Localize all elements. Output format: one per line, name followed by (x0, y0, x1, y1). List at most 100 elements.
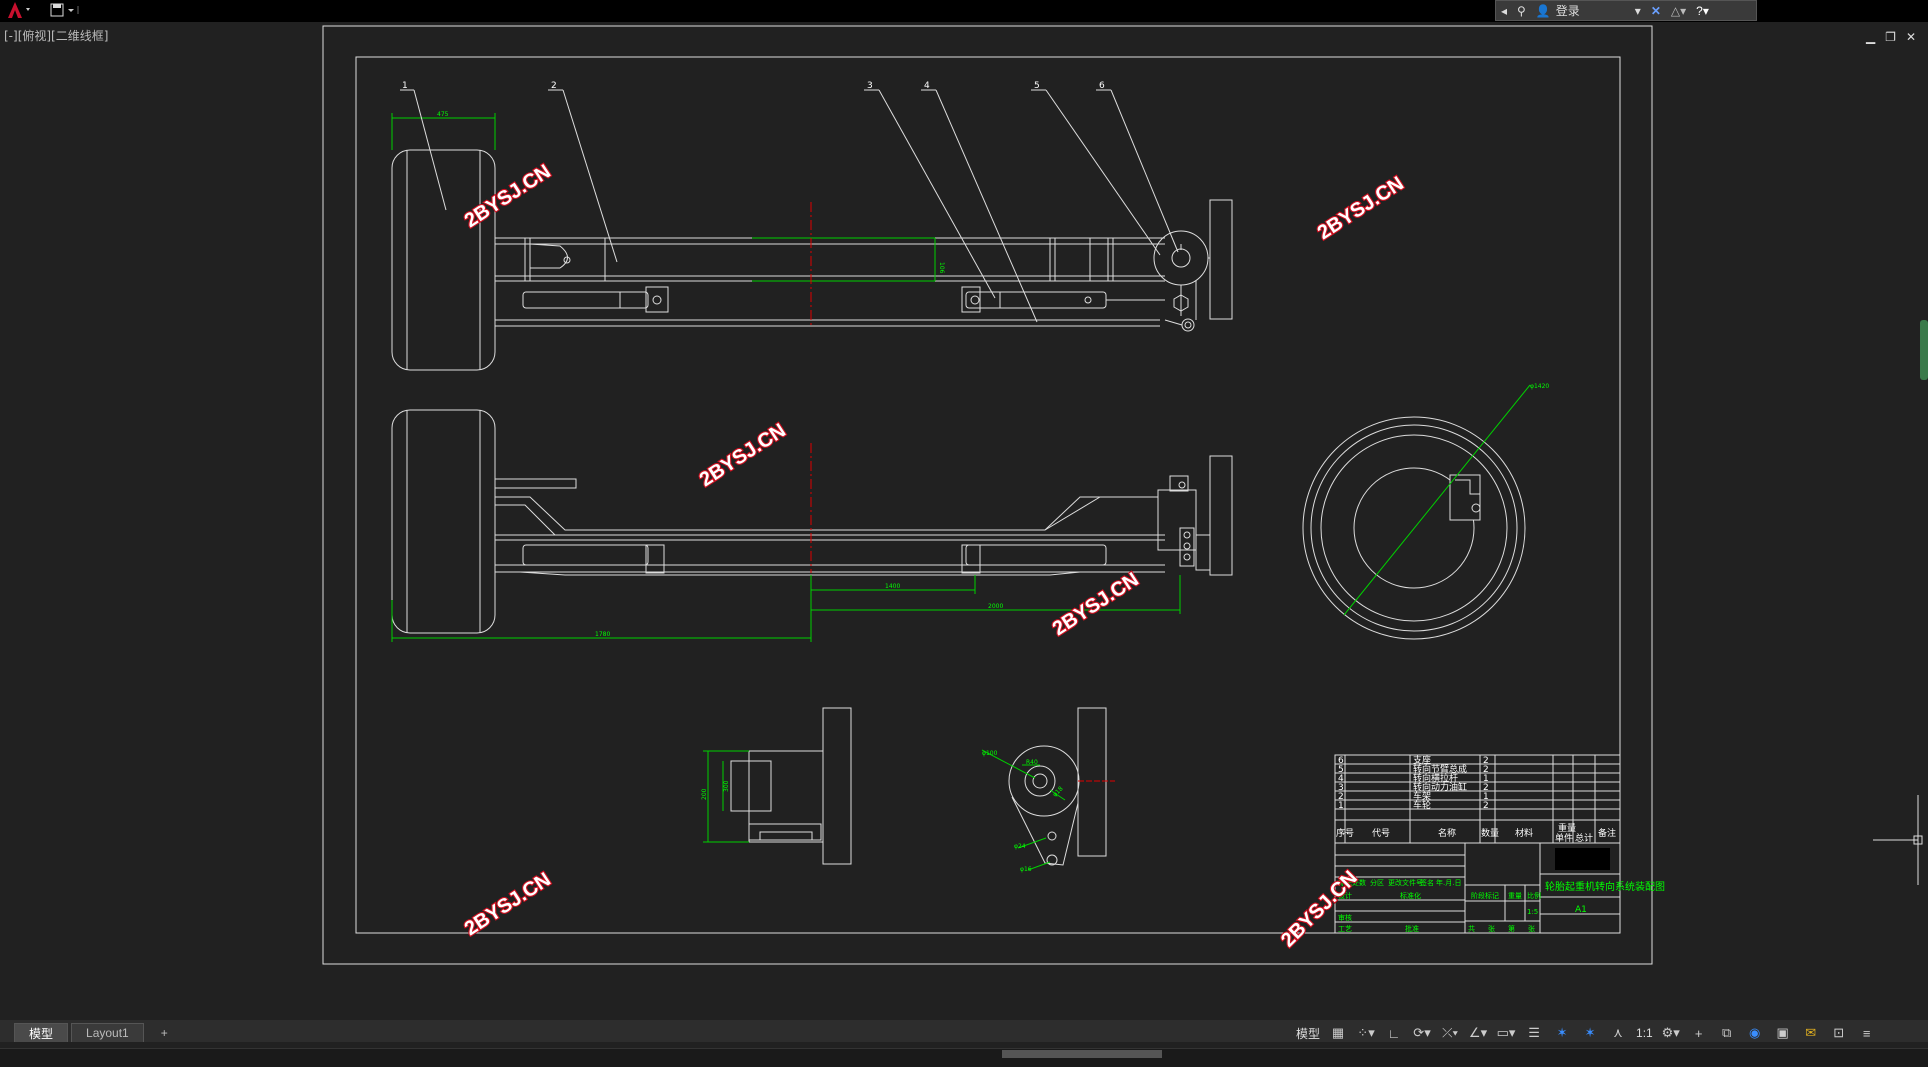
status-bar: 模型 ▦ ⁘▾ ∟ ⟳▾ ⤫▾ ∠▾ ▭▾ ☰ ✶ ✶ ⋏ 1:1 ⚙▾ + ⧉… (1296, 1018, 1877, 1048)
svg-text:2: 2 (1483, 783, 1489, 793)
ortho-icon[interactable]: ∟ (1387, 1025, 1401, 1041)
close-icon[interactable]: ✕ (1905, 30, 1916, 44)
svg-text:共: 共 (1468, 924, 1475, 933)
clean-screen-icon[interactable]: ⊡ (1833, 1025, 1845, 1040)
view-controls-label[interactable]: [-][俯视][二维线框] (4, 29, 109, 43)
arm-dimensions (981, 749, 1066, 871)
watermark: 2BYSJ.CN (461, 160, 555, 232)
svg-text:签名: 签名 (1420, 878, 1434, 887)
annotation-icon[interactable]: ✶ (1556, 1025, 1568, 1040)
tab-model[interactable]: 模型 (14, 1023, 69, 1042)
dim-1780: 1780 (595, 631, 610, 638)
snap-icon[interactable]: ⁘▾ (1357, 1025, 1375, 1040)
customize-icon[interactable]: ≡ (1862, 1025, 1871, 1041)
x-exchange-icon[interactable]: ✕ (1650, 3, 1661, 18)
svg-text:名称: 名称 (1438, 827, 1456, 839)
svg-text:材料: 材料 (1515, 827, 1533, 839)
crosshair-cursor (1873, 795, 1923, 885)
svg-text:1: 1 (1483, 774, 1489, 784)
grid-icon[interactable]: ▦ (1331, 1025, 1345, 1040)
binoculars-icon[interactable]: ⚲ (1517, 3, 1526, 18)
svg-text:更改文件号: 更改文件号 (1388, 878, 1423, 887)
tab-layout1[interactable]: Layout1 (71, 1023, 144, 1042)
scroll-thumb[interactable] (1002, 1050, 1162, 1058)
svg-text:车架: 车架 (1413, 790, 1431, 802)
infocenter-bar: ◂ ⚲ 👤 登录 ▾ ✕ △▾ ?▾ (1495, 0, 1757, 21)
svg-text:备注: 备注 (1598, 827, 1616, 839)
horizontal-scrollbar[interactable] (0, 1048, 1928, 1067)
a360-icon[interactable]: △▾ (1670, 3, 1687, 18)
dim-1400: 1400 (885, 583, 900, 590)
model-space-button[interactable]: 模型 (1296, 1026, 1321, 1041)
balloon-3: 3 (867, 81, 873, 91)
workspace-icon[interactable]: ✉ (1805, 1025, 1817, 1040)
app-menu-button[interactable] (4, 0, 32, 20)
plus-icon[interactable]: + (1694, 1025, 1703, 1041)
balloon-6: 6 (1099, 81, 1105, 91)
svg-text:重量: 重量 (1508, 892, 1522, 900)
user-icon[interactable]: 👤 (1535, 3, 1551, 18)
model-viewport[interactable]: [-][俯视][二维线框] ▁ ❐ ✕ (0, 22, 1928, 1024)
svg-text:2: 2 (1483, 801, 1489, 811)
svg-text:批准: 批准 (1405, 924, 1419, 933)
help-icon[interactable]: ?▾ (1696, 3, 1709, 18)
transparency-icon[interactable]: ☰ (1528, 1025, 1540, 1040)
svg-text:车轮: 车轮 (1413, 799, 1431, 811)
drawing-title: 轮胎起重机转向系统装配图 (1545, 880, 1665, 893)
annotation-scale[interactable]: 1:1 (1636, 1026, 1653, 1040)
quick-access-toolbar[interactable] (48, 0, 84, 20)
isolate-icon[interactable]: ⧉ (1722, 1025, 1732, 1040)
save-icon (50, 3, 79, 17)
sheet-number: A1 (1575, 905, 1587, 915)
watermark: 2BYSJ.CN (1314, 172, 1408, 244)
annotation-visibility-icon[interactable]: ✶ (1584, 1025, 1596, 1040)
dim-spring-height: 106 (938, 262, 945, 274)
osnap-icon[interactable]: ⤫▾ (1442, 1025, 1458, 1040)
svg-text:重量: 重量 (1558, 822, 1576, 834)
restore-icon[interactable]: ❐ (1885, 30, 1896, 44)
polar-icon[interactable]: ⟳▾ (1413, 1025, 1431, 1040)
svg-text:第: 第 (1508, 924, 1515, 933)
add-layout-button[interactable]: + (160, 1026, 168, 1040)
keyword-search-icon[interactable]: ◂ (1501, 3, 1508, 18)
otrack-icon[interactable]: ∠▾ (1468, 1025, 1488, 1040)
drawing-window-controls: ▁ ❐ ✕ (1866, 30, 1916, 44)
paper-inner-border (355, 56, 1621, 934)
svg-text:4: 4 (1338, 774, 1344, 784)
lineweight-icon[interactable]: ▭▾ (1496, 1025, 1516, 1040)
svg-text:张: 张 (1488, 924, 1495, 933)
dim-v-200: 200 (701, 788, 708, 800)
signin-label[interactable]: 登录 (1555, 4, 1580, 18)
watermark: 2BYSJ.CN (1277, 867, 1362, 952)
bracket-detail (730, 707, 852, 865)
annotation-scale-icon[interactable]: ⋏ (1613, 1025, 1623, 1040)
balloon-5: 5 (1034, 81, 1040, 91)
chevron-down-icon[interactable]: ▾ (1634, 3, 1641, 18)
svg-text:序号: 序号 (1336, 827, 1354, 839)
steering-arm-detail (1008, 707, 1107, 866)
plan-view (391, 409, 1233, 634)
svg-text:总计: 总计 (1575, 832, 1593, 844)
wheel-front (391, 149, 496, 371)
gear-icon[interactable]: ⚙▾ (1661, 1025, 1680, 1040)
svg-text:标记: 标记 (1338, 878, 1352, 887)
logo-block (1555, 848, 1610, 870)
front-view (391, 149, 1233, 371)
svg-text:1:5: 1:5 (1527, 908, 1538, 916)
svg-text:数量: 数量 (1481, 827, 1499, 839)
wheel-side-view (1302, 416, 1526, 640)
balloon-4: 4 (924, 81, 930, 91)
svg-text:1: 1 (1338, 801, 1344, 811)
balloon-2: 2 (551, 81, 557, 91)
minimize-icon[interactable]: ▁ (1865, 30, 1876, 44)
fullscreen-icon[interactable]: ▣ (1776, 1025, 1789, 1040)
dim-wheel-dia: φ1420 (1530, 383, 1549, 390)
svg-text:分区: 分区 (1370, 878, 1384, 887)
hardware-icon[interactable]: ◉ (1749, 1025, 1761, 1040)
drawing-canvas[interactable]: 475 106 1 2 3 4 5 6 (0, 22, 1928, 1024)
svg-text:比例: 比例 (1527, 891, 1541, 900)
navigation-bar-handle[interactable] (1920, 320, 1928, 380)
svg-text:2: 2 (1483, 756, 1489, 766)
svg-text:支座: 支座 (1413, 754, 1431, 766)
svg-text:标准化: 标准化 (1400, 891, 1421, 900)
